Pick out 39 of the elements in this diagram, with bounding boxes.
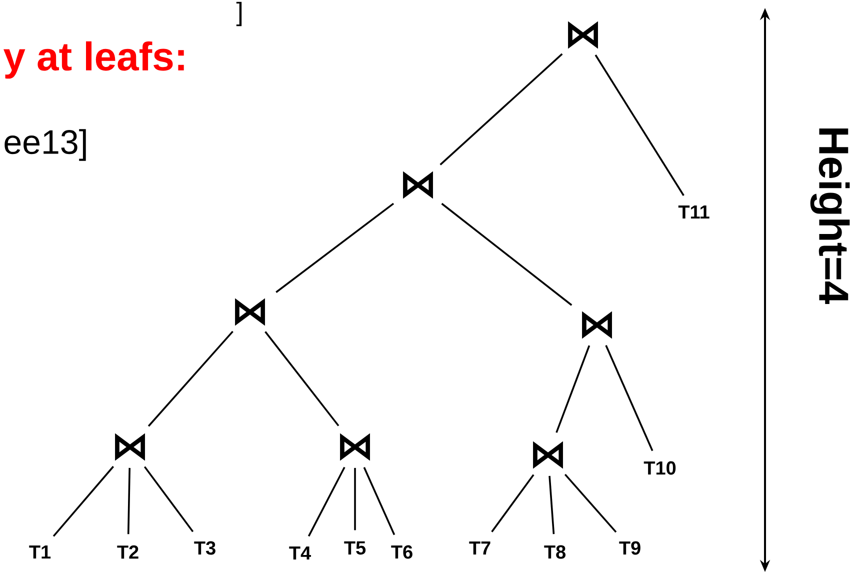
join-symbol: ⋈ <box>235 298 265 326</box>
tree-edge <box>605 345 654 452</box>
tree-edge <box>354 468 356 530</box>
table-label: T3 <box>194 541 216 555</box>
table-label: T1 <box>29 545 51 559</box>
bracket-text: ] <box>236 2 242 26</box>
tree-edge <box>308 466 346 537</box>
tree-edge <box>548 476 555 534</box>
citation-text: ee13] <box>4 129 86 161</box>
tree-edge <box>127 468 130 534</box>
tree-edge <box>441 202 572 306</box>
table-label: T2 <box>117 545 138 559</box>
table-label: T10 <box>644 461 676 475</box>
table-label: T8 <box>544 545 566 559</box>
table-label: T6 <box>391 545 412 559</box>
tree-edge <box>52 466 114 537</box>
height-label: Height=4 <box>810 128 850 304</box>
join-symbol: ⋈ <box>533 441 563 469</box>
tree-edge <box>594 54 684 196</box>
table-label: T11 <box>678 205 710 219</box>
tree-edge <box>564 474 617 533</box>
tree-edge <box>440 53 563 166</box>
tree-edge <box>264 331 340 426</box>
tree-edge <box>491 474 534 532</box>
tree-edge <box>144 466 194 532</box>
join-symbol: ⋈ <box>403 171 433 199</box>
table-label: T7 <box>469 541 490 555</box>
join-symbol: ⋈ <box>115 433 145 461</box>
tree-edge <box>363 467 396 536</box>
tree-edge <box>148 330 234 427</box>
heading-text: y at leafs: <box>4 41 184 79</box>
table-label: T9 <box>619 541 640 555</box>
tree-edge <box>556 345 590 433</box>
tree-edge <box>276 202 394 293</box>
table-label: T4 <box>289 546 311 560</box>
table-label: T5 <box>344 541 366 555</box>
join-symbol: ⋈ <box>582 311 612 339</box>
join-symbol: ⋈ <box>568 21 598 49</box>
join-symbol: ⋈ <box>340 433 370 461</box>
